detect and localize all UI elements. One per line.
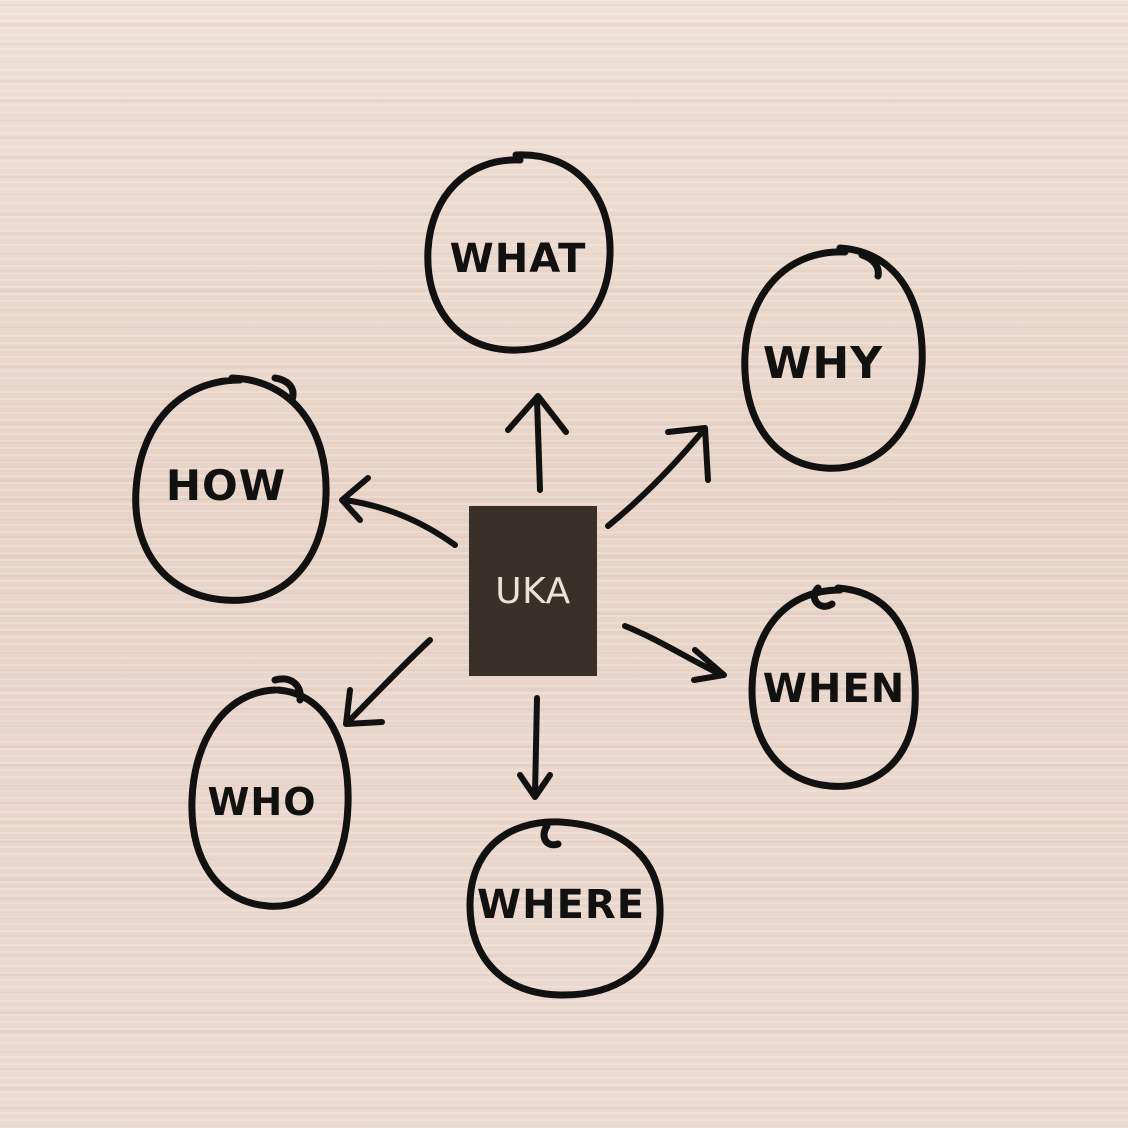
why-label: WHY bbox=[763, 338, 883, 389]
when-circle bbox=[748, 584, 919, 790]
where-label: WHERE bbox=[477, 882, 645, 928]
arrow-to-where bbox=[517, 695, 553, 800]
arrow-to-why bbox=[605, 425, 711, 529]
when-label: WHEN bbox=[763, 666, 905, 712]
who-label: WHO bbox=[207, 780, 316, 824]
how-circle bbox=[132, 374, 330, 604]
arrow-to-who bbox=[343, 637, 433, 727]
arrow-to-when bbox=[622, 623, 727, 683]
what-label: WHAT bbox=[450, 236, 587, 282]
arrow-to-how bbox=[339, 475, 458, 548]
where-circle bbox=[466, 818, 664, 999]
why-circle bbox=[741, 244, 926, 472]
center-box bbox=[469, 506, 597, 676]
how-label: HOW bbox=[166, 461, 286, 510]
what-circle bbox=[424, 151, 614, 354]
center-label: UKA bbox=[495, 570, 571, 612]
arrow-to-what bbox=[505, 393, 569, 493]
who-circle bbox=[188, 675, 352, 910]
